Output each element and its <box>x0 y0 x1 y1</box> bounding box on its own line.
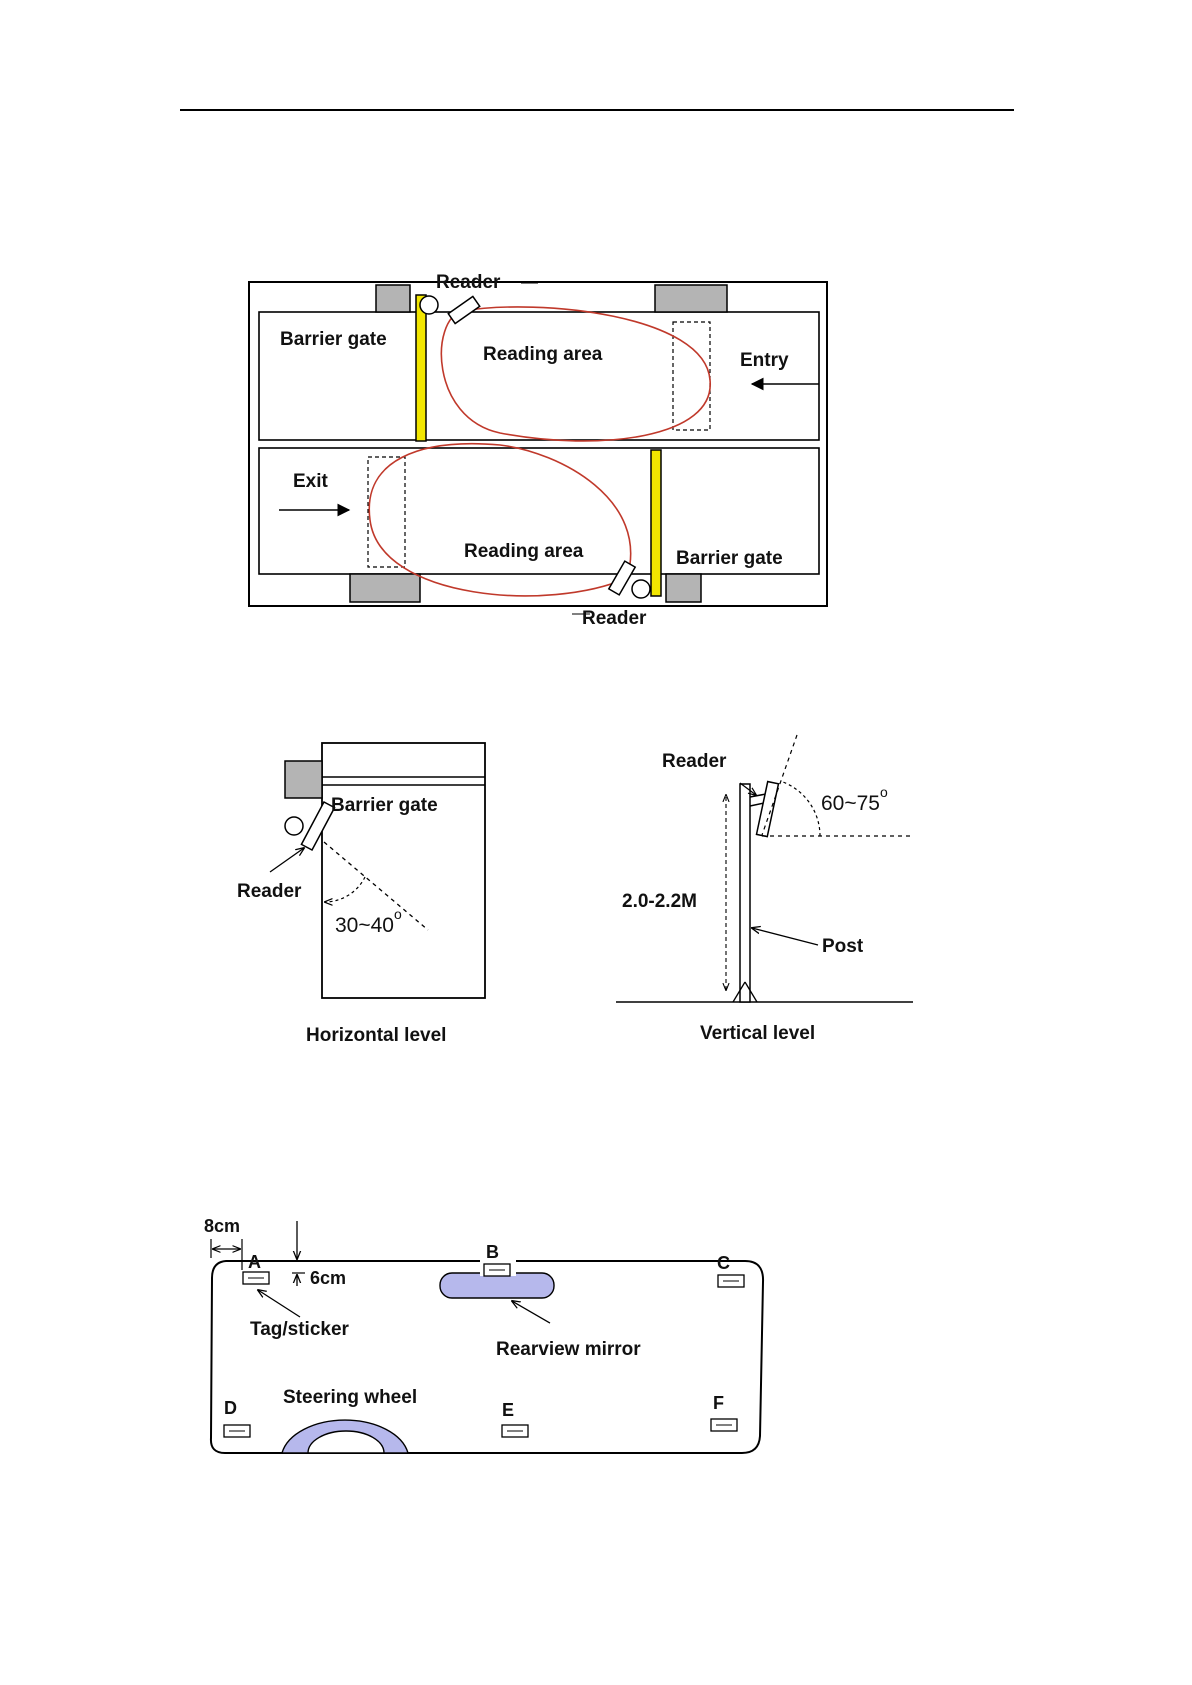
exit-label: Exit <box>293 471 329 492</box>
tag-sticker-label: Tag/sticker <box>250 1319 350 1340</box>
reader-antenna-icon <box>448 296 479 323</box>
tag-icon <box>484 1264 510 1276</box>
reader-label: Reader <box>436 272 501 293</box>
top-distance-label: 6cm <box>310 1268 346 1288</box>
barrier-gate-label: Barrier gate <box>331 795 438 816</box>
reading-area-label: Reading area <box>464 541 584 562</box>
gate-housing-block <box>655 285 727 312</box>
degree-symbol: o <box>880 784 888 800</box>
post-pointer-arrow <box>752 928 818 945</box>
position-label-a: A <box>248 1252 261 1272</box>
rearview-mirror-label: Rearview mirror <box>496 1339 641 1360</box>
entry-label: Entry <box>740 350 789 371</box>
gate-housing-block <box>350 574 420 602</box>
gate-housing-block <box>285 761 322 798</box>
tag-pointer-arrow <box>258 1290 300 1317</box>
rearview-mirror-shape <box>440 1273 554 1298</box>
reader-pointer-arrow <box>270 848 304 872</box>
degree-symbol: o <box>394 906 402 922</box>
steering-wheel-label: Steering wheel <box>283 1387 417 1408</box>
horizontal-level-caption: Horizontal level <box>306 1025 446 1046</box>
position-label-e: E <box>502 1400 514 1420</box>
mirror-pointer-arrow <box>512 1301 550 1323</box>
post-pole <box>740 784 750 1002</box>
reader-label: Reader <box>662 751 727 772</box>
reader-antenna-icon <box>756 782 778 837</box>
barrier-gate-arm <box>416 295 426 441</box>
reader-antenna-icon <box>609 561 635 595</box>
gate-housing-block <box>376 285 410 312</box>
reader-mount-icon <box>632 580 650 598</box>
vertical-level-caption: Vertical level <box>700 1023 815 1044</box>
reader-antenna-icon <box>301 802 334 850</box>
horizontal-level-diagram: Barrier gate Reader 30~40 o Horizontal l… <box>237 743 485 1046</box>
reader-mount-icon <box>285 817 303 835</box>
angle-arc <box>325 877 365 902</box>
tag-icon <box>243 1272 269 1284</box>
reading-area-loop <box>441 307 710 441</box>
angle-arc <box>783 782 820 836</box>
reading-area-label: Reading area <box>483 344 603 365</box>
barrier-gate-arm <box>651 450 661 596</box>
tag-icon <box>718 1275 744 1287</box>
height-label: 2.0-2.2M <box>622 891 697 912</box>
vehicle-outline <box>368 457 405 567</box>
gate-housing-block <box>666 574 701 602</box>
reading-area-loop <box>369 444 630 596</box>
side-distance-label: 8cm <box>204 1216 240 1236</box>
vertical-level-diagram: Reader 60~75 o 2.0-2.2M Post Vertical le… <box>616 735 913 1044</box>
position-label-f: F <box>713 1393 724 1413</box>
tag-icon <box>224 1425 250 1437</box>
tag-icon <box>502 1425 528 1437</box>
angle-label: 30~40 <box>335 914 394 937</box>
barrier-gate-label: Barrier gate <box>280 329 387 350</box>
parking-lane-diagram: Reader Reader Barrier gate Barrier gate … <box>249 272 827 629</box>
post-label: Post <box>822 936 864 957</box>
reader-label: Reader <box>582 608 647 629</box>
position-label-d: D <box>224 1398 237 1418</box>
position-label-c: C <box>717 1253 730 1273</box>
reader-label: Reader <box>237 881 302 902</box>
lane-outline <box>322 743 485 998</box>
reader-mount-icon <box>420 296 438 314</box>
barrier-gate-label: Barrier gate <box>676 548 783 569</box>
angle-label: 60~75 <box>821 792 880 815</box>
tag-icon <box>711 1419 737 1431</box>
position-label-b: B <box>486 1242 499 1262</box>
reader-bracket <box>750 794 766 797</box>
windshield-tag-diagram: 8cm 6cm A B C D E F Tag/sticker Rearview… <box>204 1216 763 1453</box>
